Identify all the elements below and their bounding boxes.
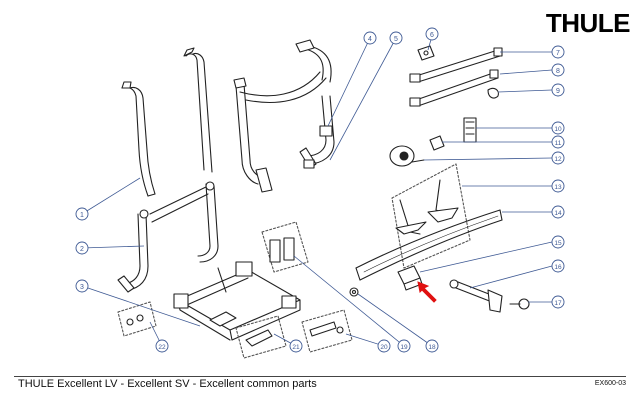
- svg-text:3: 3: [80, 284, 84, 291]
- callout-11: 11: [551, 135, 565, 149]
- part-13-wheel-holders: [391, 163, 471, 269]
- leader-lines: [81, 35, 553, 347]
- callouts: 1 2 3 4 5 6 7 8 9 10 11 12 13 14 15 16 1…: [75, 27, 565, 353]
- svg-text:19: 19: [400, 344, 408, 351]
- parts-drawing: [117, 39, 530, 359]
- svg-text:1: 1: [80, 212, 84, 219]
- part-9-clip: [487, 87, 499, 99]
- part-16-arm: [449, 279, 503, 313]
- callout-1: 1: [75, 207, 89, 221]
- svg-text:20: 20: [380, 344, 388, 351]
- svg-text:5: 5: [394, 36, 398, 43]
- callout-20: 20: [377, 339, 391, 353]
- part-15-end-block: [397, 265, 423, 291]
- part-11-clip: [429, 135, 445, 151]
- callout-22: 22: [155, 339, 169, 353]
- callout-7: 7: [551, 45, 565, 59]
- svg-text:2: 2: [80, 246, 84, 253]
- callout-16: 16: [551, 259, 565, 273]
- callout-17: 17: [551, 295, 565, 309]
- part-21-brackets: [235, 315, 287, 359]
- part-8-strap: [409, 69, 499, 107]
- svg-text:13: 13: [554, 184, 562, 191]
- part-20-small-parts: [301, 309, 353, 353]
- callout-2: 2: [75, 241, 89, 255]
- part-10-buckle: [463, 117, 477, 143]
- svg-text:10: 10: [554, 126, 562, 133]
- callout-18: 18: [425, 339, 439, 353]
- callout-19: 19: [397, 339, 411, 353]
- part-18-washer: [349, 287, 359, 297]
- callout-10: 10: [551, 121, 565, 135]
- svg-text:6: 6: [430, 32, 434, 39]
- part-3-base-frame: [173, 261, 301, 341]
- part-12-roll: [389, 145, 425, 167]
- callout-15: 15: [551, 235, 565, 249]
- svg-text:7: 7: [556, 50, 560, 57]
- svg-text:14: 14: [554, 210, 562, 217]
- part-tall-tube: [183, 47, 213, 173]
- callout-4: 4: [363, 31, 377, 45]
- svg-text:15: 15: [554, 240, 562, 247]
- caption-divider: [14, 376, 626, 377]
- svg-text:18: 18: [428, 344, 436, 351]
- part-1-tube: [121, 81, 156, 197]
- part-2-frame: [117, 181, 219, 293]
- callout-9: 9: [551, 83, 565, 97]
- callout-14: 14: [551, 205, 565, 219]
- callout-8: 8: [551, 63, 565, 77]
- part-19-pads: [261, 221, 309, 273]
- callout-3: 3: [75, 279, 89, 293]
- callout-12: 12: [551, 151, 565, 165]
- diagram-caption: THULE Excellent LV - Excellent SV - Exce…: [18, 378, 317, 390]
- part-17-knob: [509, 298, 530, 310]
- svg-text:9: 9: [556, 88, 560, 95]
- callout-5: 5: [389, 31, 403, 45]
- svg-text:11: 11: [555, 140, 562, 147]
- part-14-rail: [355, 209, 503, 281]
- svg-text:4: 4: [368, 36, 372, 43]
- part-22-caps: [117, 301, 157, 337]
- svg-text:16: 16: [554, 264, 562, 271]
- svg-text:12: 12: [554, 156, 562, 163]
- svg-text:17: 17: [554, 300, 562, 307]
- brand-logo: THULE: [545, 8, 631, 38]
- svg-text:21: 21: [292, 344, 300, 351]
- part-6-bracket: [417, 45, 435, 61]
- drawing-code: EX600-03: [594, 380, 626, 387]
- part-4-frame: [233, 39, 335, 193]
- callout-6: 6: [425, 27, 439, 41]
- callout-21: 21: [289, 339, 303, 353]
- svg-text:22: 22: [158, 344, 166, 351]
- svg-text:8: 8: [556, 68, 560, 75]
- callout-13: 13: [551, 179, 565, 193]
- red-arrow-icon: [417, 281, 437, 303]
